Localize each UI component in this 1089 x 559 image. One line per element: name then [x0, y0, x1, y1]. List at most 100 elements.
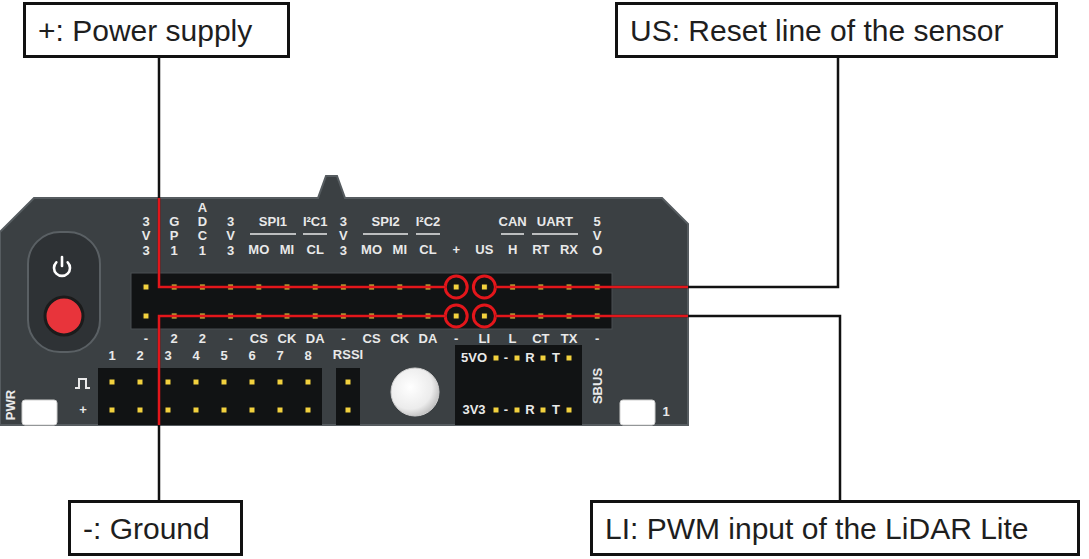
pin-label: RX: [560, 243, 578, 257]
pin-label: -: [595, 332, 599, 346]
leader-line: [159, 316, 445, 500]
pin: [567, 408, 572, 413]
rssi-header: [336, 368, 360, 425]
pin-label: -: [504, 403, 508, 417]
pin-highlight: [473, 276, 495, 298]
switch-label: 1: [662, 405, 669, 419]
pin-label: 3V3: [140, 215, 153, 258]
channel-number: 1: [108, 349, 115, 363]
callout-box: -: Ground: [68, 500, 243, 556]
pin-label: CL: [419, 243, 436, 257]
pin-label: +: [79, 403, 87, 417]
pin-label: T: [552, 403, 560, 417]
pin-label: L: [509, 332, 517, 346]
group-bracket: [303, 233, 327, 235]
pin-label: -: [341, 332, 345, 346]
channel-number: 5: [220, 349, 227, 363]
pin-label: DA: [419, 332, 438, 346]
callout-box: LI: PWM input of the LiDAR Lite: [590, 500, 1080, 556]
leader-line: [495, 286, 688, 289]
group-bracket: [250, 233, 296, 235]
pin: [515, 408, 520, 413]
callout-text: LI: PWM input of the LiDAR Lite: [605, 512, 1029, 545]
group-bracket: [363, 233, 408, 235]
pin-label: US: [475, 243, 493, 257]
pin-label: GP1: [168, 215, 181, 258]
callout-text: -: Ground: [83, 512, 210, 545]
leader-line: [495, 315, 688, 318]
sbus-header: [455, 345, 582, 425]
pin-label: -: [144, 332, 148, 346]
group-bracket: [532, 233, 578, 235]
pin-highlight: [445, 276, 467, 298]
callout-box: +: Power supply: [23, 2, 290, 58]
channel-number: 6: [248, 349, 255, 363]
pin-label: H: [508, 243, 517, 257]
group-bracket: [416, 233, 440, 235]
pin: [541, 408, 546, 413]
pin-label: +: [452, 243, 460, 257]
pin-label: 3V3: [337, 215, 350, 258]
pin: [494, 356, 499, 361]
pin-label: R: [525, 351, 534, 365]
pin-label: CS: [363, 332, 381, 346]
callout-text: US: Reset line of the sensor: [630, 14, 1004, 47]
pin-label: RT: [532, 243, 549, 257]
channel-number: 3: [164, 349, 171, 363]
pin-label: LI: [479, 332, 491, 346]
pin-label: MO: [361, 243, 382, 257]
pin-label: CS: [250, 332, 268, 346]
bus-label: SPI2: [372, 215, 400, 229]
port-label: RSSI: [333, 348, 363, 362]
pin-label: T: [552, 351, 560, 365]
bus-label: SPI1: [259, 215, 287, 229]
pin: [515, 356, 520, 361]
power-icon: [61, 257, 64, 266]
group-bracket: [501, 233, 524, 235]
power-button-housing: [28, 232, 100, 352]
channel-number: 4: [192, 349, 199, 363]
pin: [346, 408, 351, 413]
led-dome: [391, 368, 439, 416]
pin-label: R: [525, 403, 534, 417]
pin-label: CL: [307, 243, 324, 257]
pin-label: -: [228, 332, 232, 346]
pin-label: DA: [306, 332, 325, 346]
pin: [346, 380, 351, 385]
bus-label: UART: [537, 215, 573, 229]
port-label: SBUS: [591, 368, 605, 404]
channel-number: 2: [136, 349, 143, 363]
header-pins: [132, 273, 611, 329]
pin-label: ADC1: [196, 201, 209, 258]
callout-text: +: Power supply: [38, 14, 252, 47]
pin-label: -: [454, 332, 458, 346]
pin-label: MI: [393, 243, 407, 257]
pin-highlight: [445, 305, 467, 327]
power-button: [45, 297, 83, 335]
pin-header: [131, 273, 612, 329]
pin-label: TX: [561, 332, 578, 346]
pin-label: 3V3: [462, 403, 485, 417]
pin-highlight: [473, 305, 495, 327]
pin: [494, 408, 499, 413]
leader-line: [159, 316, 445, 425]
pin-label: MO: [248, 243, 269, 257]
switch-label: PWR: [4, 390, 18, 420]
pin-label: 5VO: [461, 351, 487, 365]
pin-label: CT: [532, 332, 549, 346]
servo-header: [98, 368, 322, 425]
leader-line: [159, 58, 445, 287]
pin-label: CK: [278, 332, 297, 346]
switch: [22, 400, 57, 425]
bus-label: I²C2: [416, 215, 441, 229]
leader-line: [495, 58, 838, 287]
pin: [567, 356, 572, 361]
pin-label: CK: [390, 332, 409, 346]
callout-box: US: Reset line of the sensor: [615, 2, 1058, 58]
leader-line: [159, 198, 445, 287]
pulse-symbol: [75, 379, 90, 388]
pin-label: 2: [199, 332, 206, 346]
channel-number: 7: [276, 349, 283, 363]
servo-pins: [98, 368, 322, 425]
pin-label: 5VO: [591, 215, 604, 258]
